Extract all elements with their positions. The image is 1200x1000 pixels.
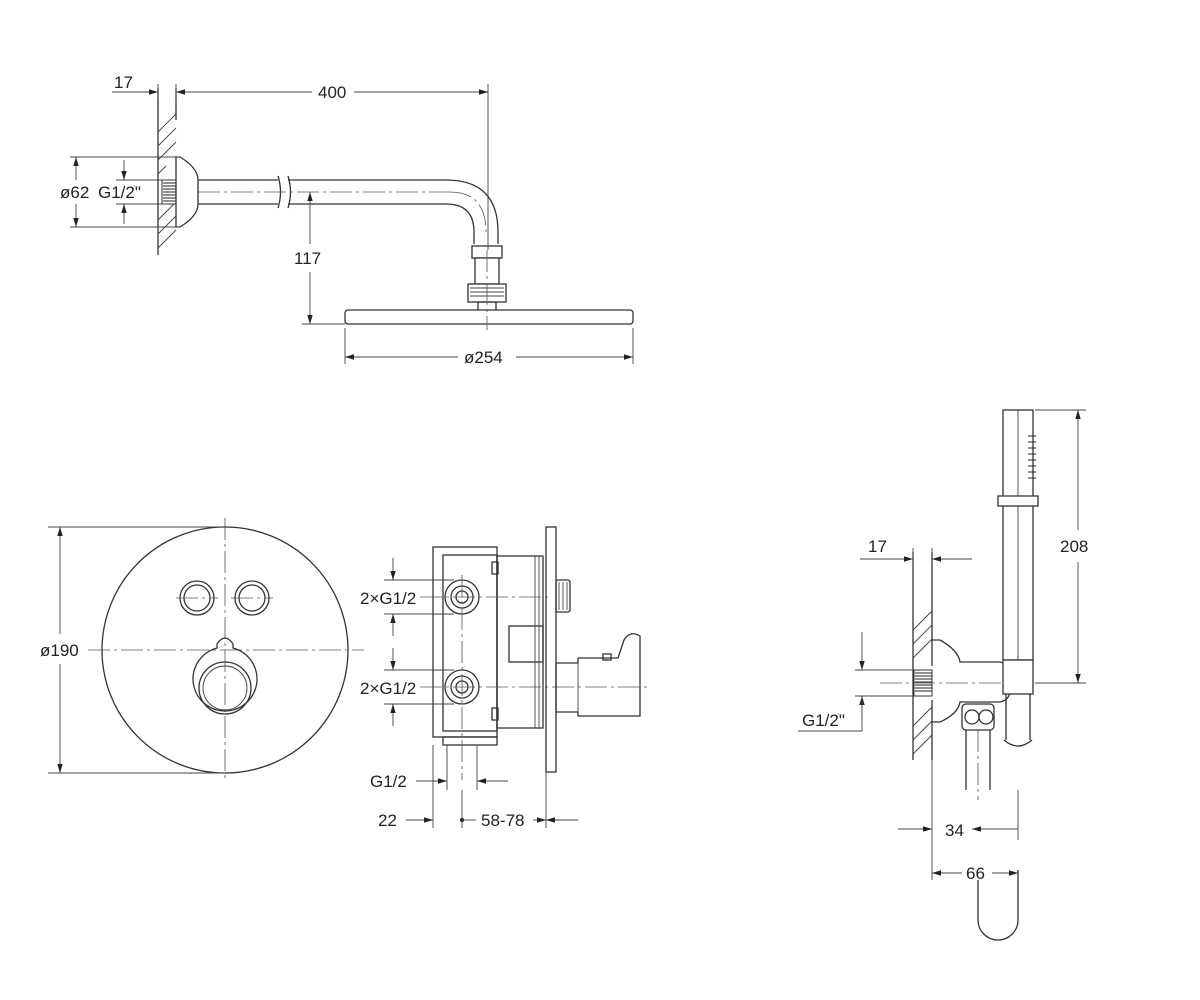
- arm-flange: [175, 156, 199, 228]
- arm-tube-bend: [288, 179, 499, 244]
- valve-wall-plate: [545, 526, 557, 773]
- valve-body-front: [496, 555, 544, 729]
- dim-outlets-bottom-label: 2×G1/2: [360, 679, 416, 698]
- shower-head-view: 17 400 ø62 G1/2" 117 ø254: [60, 73, 634, 367]
- handset-connector: [1002, 659, 1034, 695]
- dim-arm-length-label: 400: [318, 83, 346, 102]
- wall-thread-icon: [161, 179, 177, 205]
- wall-hatch: [912, 610, 933, 755]
- valve-front-view: ø190: [40, 518, 364, 782]
- handset-ring: [997, 495, 1039, 507]
- dim-arm-drop-label: 117: [294, 249, 321, 268]
- dim-body-offset-label: 22: [378, 811, 397, 830]
- dim-head-diameter-label: ø254: [464, 348, 503, 367]
- push-button-left: [176, 580, 218, 616]
- spray-nozzles-icon: [1028, 435, 1036, 479]
- dim-elbow-projection-label: 34: [945, 821, 964, 840]
- body-pin-bottom: [491, 707, 499, 721]
- body-center-block: [508, 625, 544, 663]
- hose-tube: [965, 730, 991, 790]
- holder-tube: [1005, 692, 1031, 740]
- arm-tube-left: [198, 179, 278, 205]
- dim-cover-diameter-label: ø190: [40, 641, 79, 660]
- hose-loop: [977, 870, 1019, 941]
- valve-side-view: 2×G1/2 2×G1/2 G1/2 22 58-78: [360, 526, 650, 830]
- dim-inlet-thread-label: G1/2: [370, 772, 407, 791]
- dim-handset-length-label: 208: [1060, 537, 1088, 556]
- dim-flange-diameter-label: ø62: [60, 183, 89, 202]
- shower-head-plate: [344, 309, 634, 325]
- handle-indicator: [602, 653, 612, 661]
- thermostatic-knob: [192, 637, 258, 712]
- inlet-stub: [442, 736, 498, 746]
- dim-connection-thread-label: G1/2": [802, 711, 845, 730]
- dim-install-depth-label: 58-78: [481, 811, 524, 830]
- dim-wall-flange-label: 17: [868, 537, 887, 556]
- cartridge-knob: [555, 579, 571, 613]
- dim-outlets-top-label: 2×G1/2: [360, 589, 416, 608]
- dim-connection-thread-label: G1/2": [98, 183, 141, 202]
- hand-shower-view: 17 208 G1/2" 34 66: [798, 409, 1088, 941]
- hose-nut-icon: [961, 703, 995, 731]
- push-button-right: [231, 580, 273, 616]
- valve-handle: [555, 633, 641, 717]
- body-pin-top: [491, 561, 499, 575]
- dim-total-projection-label: 66: [966, 864, 985, 883]
- dim-wall-flange-label: 17: [114, 73, 133, 92]
- holder-break-icon: [1003, 739, 1033, 747]
